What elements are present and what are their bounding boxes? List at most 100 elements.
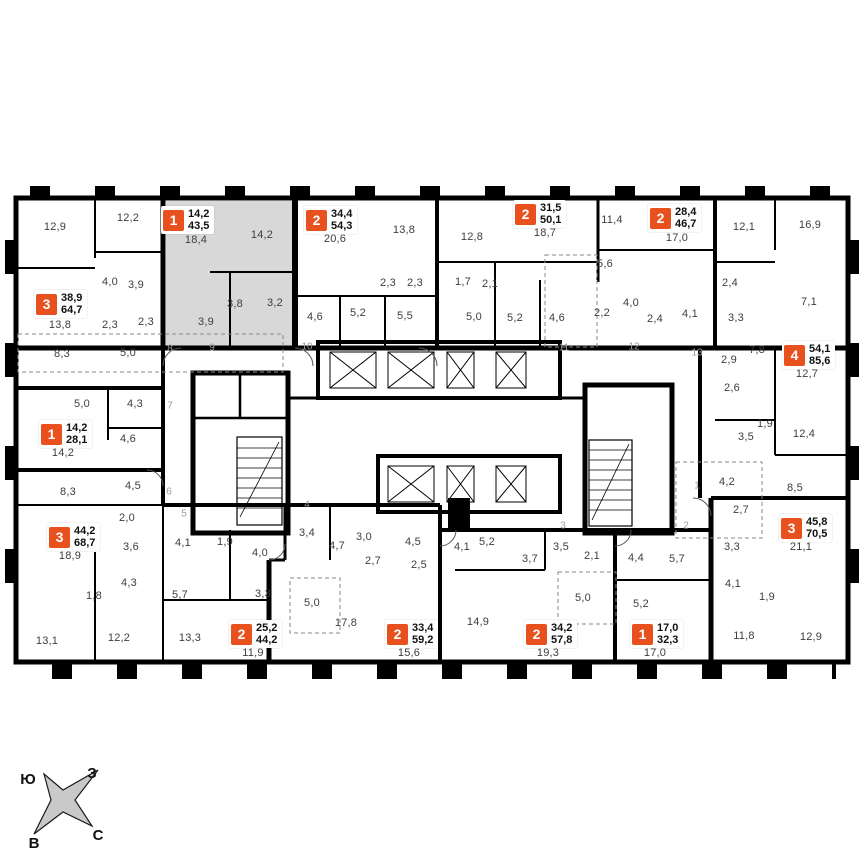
room-area-label: 4,1 <box>725 578 741 590</box>
badge-total-area: 50,1 <box>540 214 562 227</box>
badge-living-area: 14,2 <box>188 208 210 220</box>
room-area-label: 5,7 <box>669 553 685 565</box>
room-area-label: 3,6 <box>123 541 139 553</box>
room-area-label: 5,2 <box>633 598 649 610</box>
room-area-label: 3,3 <box>724 541 740 553</box>
room-area-label: 5,0 <box>304 597 320 609</box>
room-area-label: 3,9 <box>128 279 144 291</box>
badge-total-area: 46,7 <box>675 218 697 231</box>
badge-living-area: 25,2 <box>256 622 278 634</box>
room-area-label: 2,4 <box>722 277 738 289</box>
room-area-label: 7,8 <box>749 344 765 356</box>
balcony-number: 6 <box>166 486 172 498</box>
room-area-label: 2,7 <box>365 555 381 567</box>
apartment-main-room-area: 17,0 <box>665 232 689 244</box>
badge-room-count: 1 <box>632 623 653 645</box>
room-area-label: 12,1 <box>732 221 756 233</box>
room-area-label: 1,9 <box>757 418 773 430</box>
room-area-label: 2,2 <box>594 307 610 319</box>
room-area-label: 5,5 <box>397 310 413 322</box>
room-area-label: 4,1 <box>175 537 191 549</box>
balcony-number: 13 <box>691 347 703 359</box>
room-area-label: 2,7 <box>733 504 749 516</box>
room-area-label: 2,5 <box>411 559 427 571</box>
badge-total-area: 28,1 <box>66 434 88 447</box>
room-area-label: 2,6 <box>724 382 740 394</box>
room-area-label: 13,1 <box>35 635 59 647</box>
room-area-label: 12,9 <box>799 631 823 643</box>
room-area-label: 4,1 <box>454 541 470 553</box>
badge-living-area: 14,2 <box>66 422 88 434</box>
room-area-label: 17,8 <box>334 617 358 629</box>
balcony-number: 10 <box>301 341 313 353</box>
badge-room-count: 1 <box>41 423 62 445</box>
room-area-label: 2,3 <box>380 277 396 289</box>
room-area-label: 3,7 <box>522 553 538 565</box>
apartment-main-room-area: 13,8 <box>48 319 72 331</box>
room-area-label: 13,8 <box>392 224 416 236</box>
badge-room-count: 2 <box>306 209 327 231</box>
room-area-label: 4,6 <box>120 433 136 445</box>
badge-total-area: 54,3 <box>331 220 353 233</box>
room-area-label: 5,6 <box>597 258 613 270</box>
room-area-label: 2,4 <box>647 313 663 325</box>
compass-label-east: В <box>29 835 40 852</box>
room-area-label: 3,4 <box>299 527 315 539</box>
room-area-label: 14,2 <box>250 229 274 241</box>
apartment-main-room-area: 21,1 <box>789 541 813 553</box>
badge-living-area: 17,0 <box>657 622 679 634</box>
room-area-label: 1,9 <box>217 536 233 548</box>
balcony-number: 1 <box>694 480 700 492</box>
room-area-label: 4,4 <box>628 552 644 564</box>
apartment-main-room-area: 18,7 <box>533 227 557 239</box>
badge-room-count: 4 <box>784 344 805 366</box>
apartment-main-room-area: 18,4 <box>184 234 208 246</box>
room-area-label: 7,1 <box>801 296 817 308</box>
badge-room-count: 2 <box>231 623 252 645</box>
badge-living-area: 45,8 <box>806 516 828 528</box>
badge-room-count: 3 <box>781 517 802 539</box>
room-area-label: 4,2 <box>719 476 735 488</box>
room-area-label: 8,5 <box>787 482 803 494</box>
badge-living-area: 44,2 <box>74 525 96 537</box>
room-area-label: 11,4 <box>601 214 623 226</box>
badge-total-area: 85,6 <box>809 355 831 368</box>
room-area-label: 1,7 <box>455 276 471 288</box>
room-area-label: 3,3 <box>255 588 271 600</box>
badge-living-area: 54,1 <box>809 343 831 355</box>
room-area-label: 12,2 <box>116 212 140 224</box>
apartment-main-room-area: 12,7 <box>795 368 819 380</box>
room-area-label: 2,3 <box>407 277 423 289</box>
room-area-label: 1,8 <box>86 590 102 602</box>
room-area-label: 5,2 <box>350 307 366 319</box>
room-area-label: 5,0 <box>120 347 136 359</box>
badge-living-area: 38,9 <box>61 292 83 304</box>
apartment-main-room-area: 19,3 <box>536 647 560 659</box>
